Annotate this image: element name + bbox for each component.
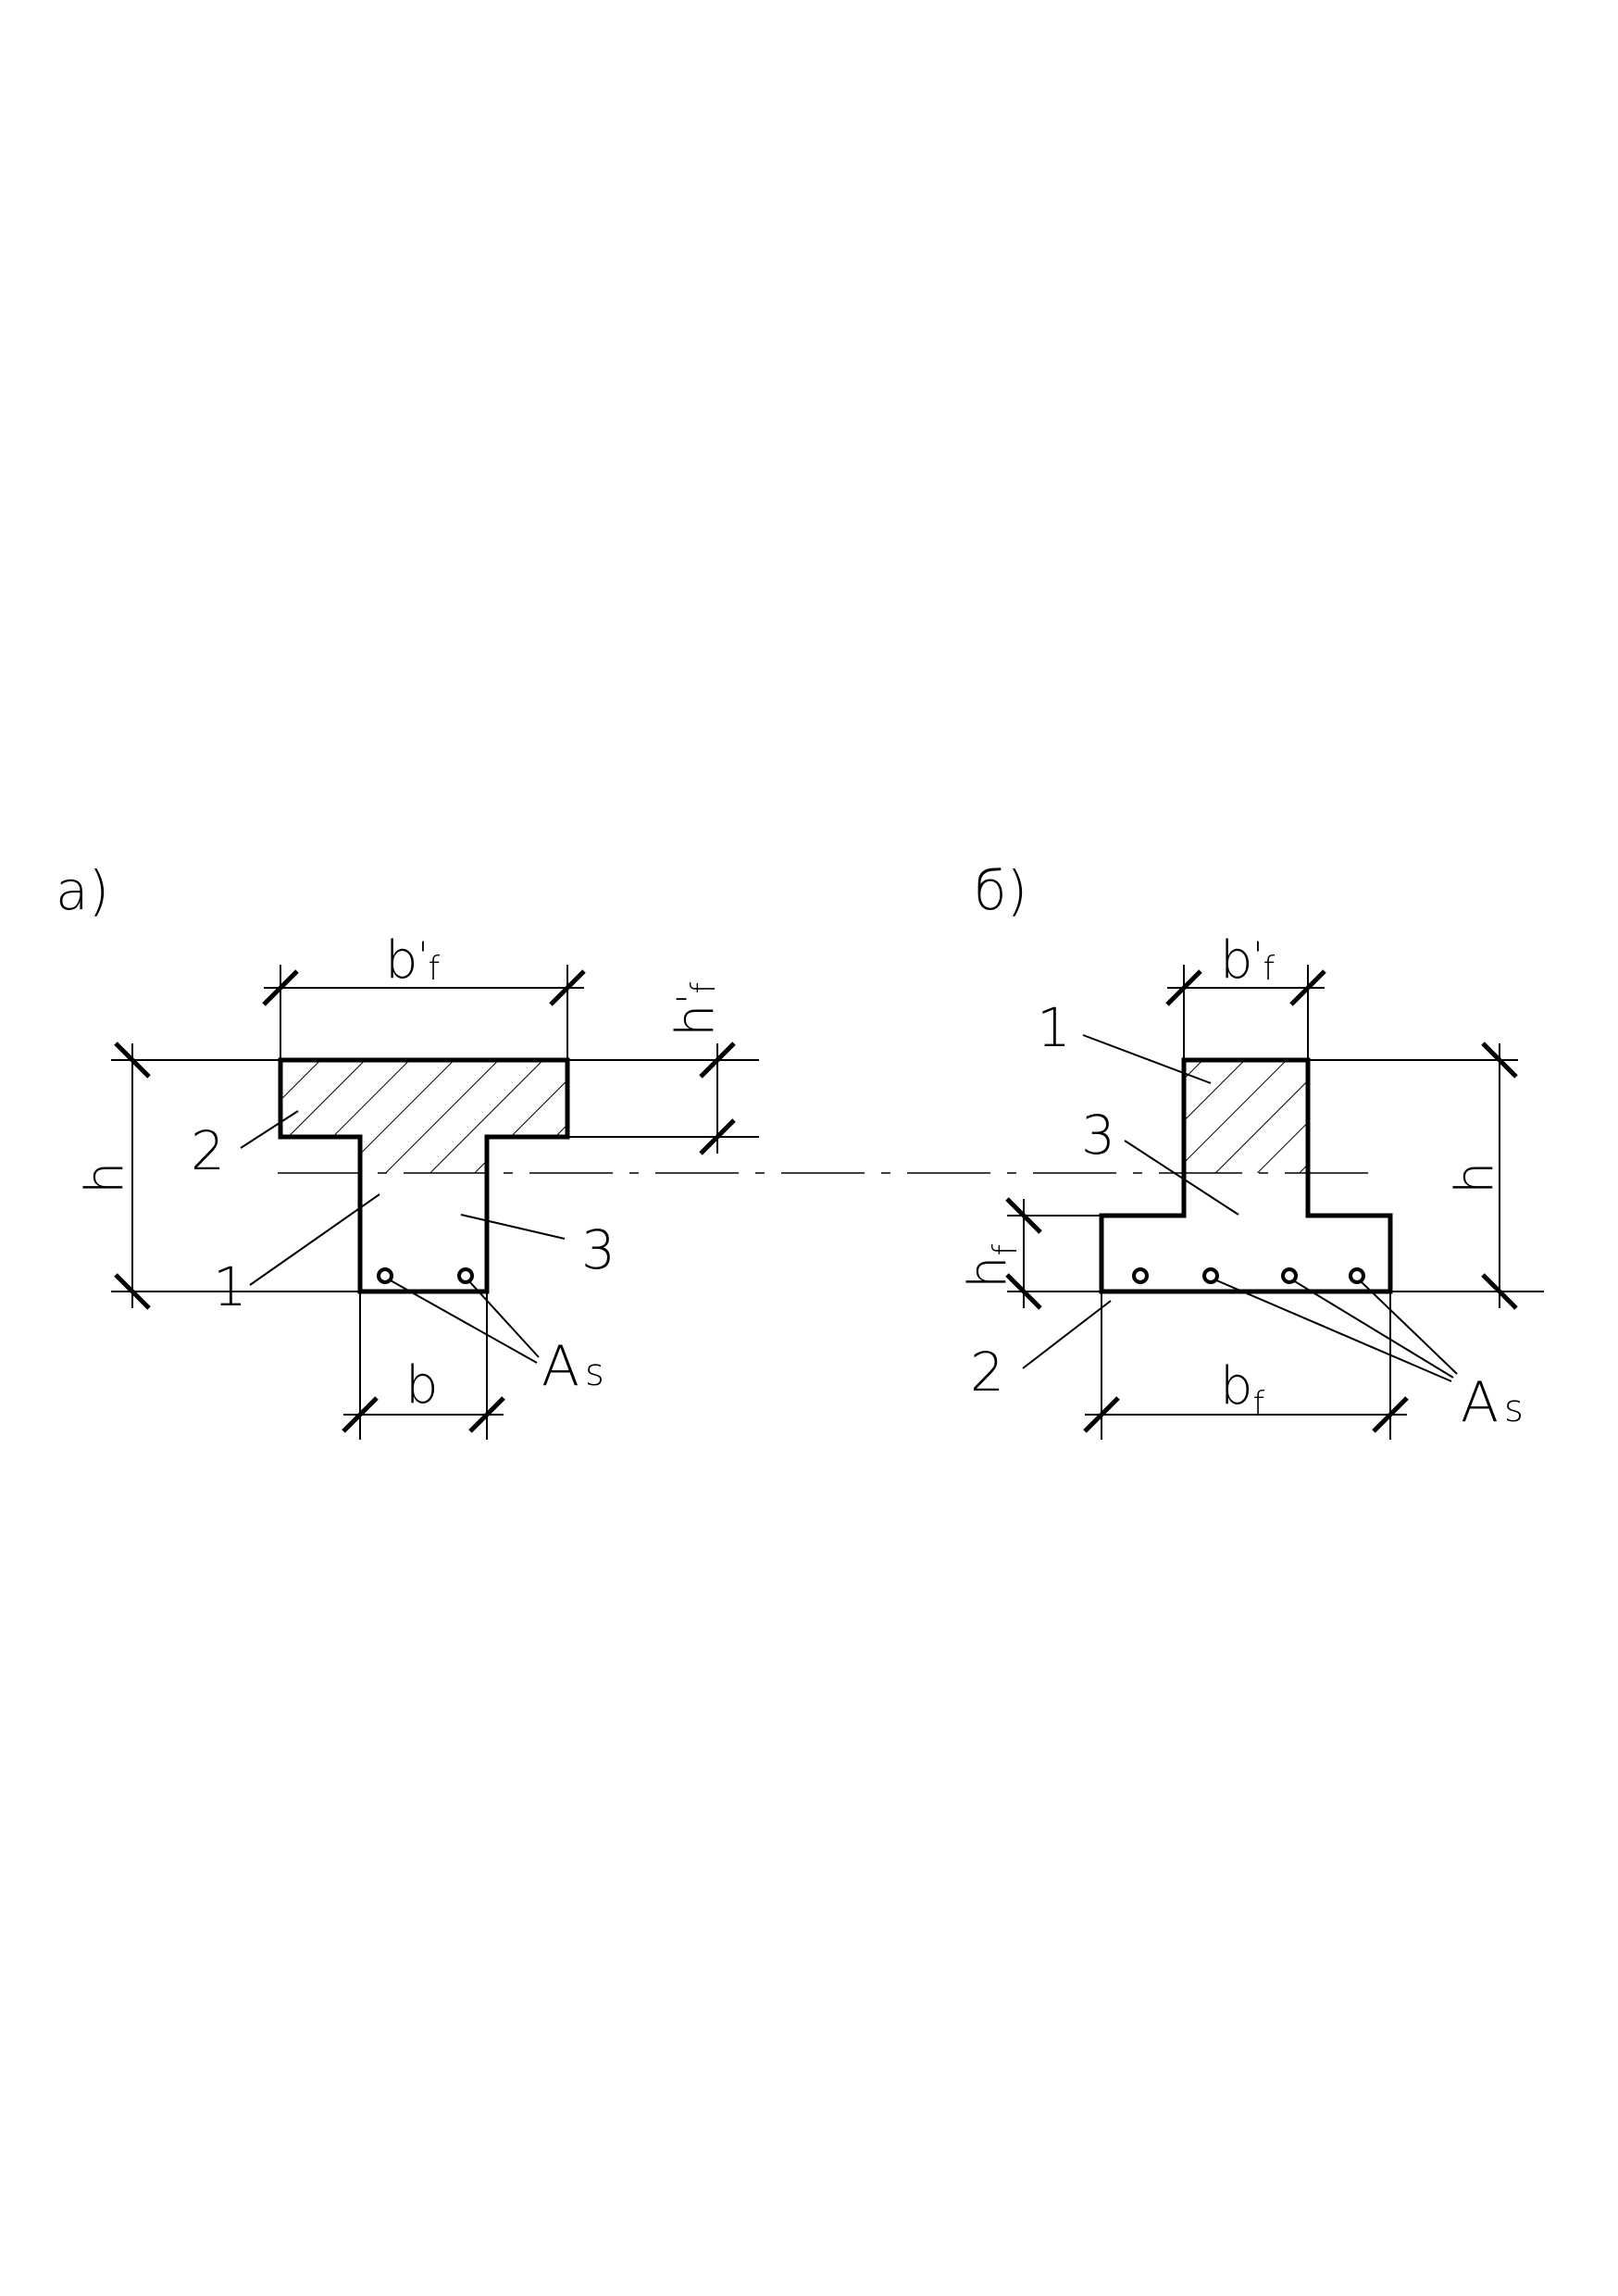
figure-b-callout-3: 3 [1081, 1104, 1115, 1167]
figure-b-rebar [1349, 1267, 1365, 1284]
figure-a-callout-leader-1 [249, 1193, 380, 1286]
figure-b-rebar-leader [1360, 1280, 1458, 1375]
figure-b-dim-tick [1005, 1273, 1042, 1310]
figure-b: б) b'f h hf [958, 859, 1544, 1440]
figure-a-callout-3: 3 [581, 1218, 616, 1281]
figure-a-dim-tick [699, 1118, 736, 1155]
figure-a-rebar [377, 1267, 393, 1284]
figure-b-dim-tick [1165, 969, 1202, 1006]
figure-a-dim-tick [262, 969, 299, 1006]
figure-a-label: a) [56, 859, 109, 922]
figure-a-dim-tick [342, 1396, 379, 1433]
figure-a-rebar-leader [388, 1279, 538, 1364]
figure-a-dim-web-width-label: b [405, 1355, 439, 1416]
figure-b-rebar [1202, 1267, 1219, 1284]
figure-a-rebar [457, 1267, 474, 1284]
figure-b-dim-tick [1083, 1396, 1120, 1433]
figure-a-dim-top-width-label: b'f [385, 930, 441, 991]
figure-a-dim-height-label: h [75, 1162, 135, 1195]
figure-b-dim-tick [1481, 1042, 1518, 1079]
figure-a-dim-flange-height-label: h'f [666, 982, 726, 1038]
figure-b-dim-height-label: h [1445, 1162, 1505, 1195]
figure-a-dim-tick [114, 1273, 151, 1310]
figure-a-dim-tick [114, 1042, 151, 1079]
figure-b-dim-tick [1289, 969, 1326, 1006]
figure-b-rebar [1281, 1267, 1298, 1284]
figure-b-dim-top-width-label: b'f [1220, 930, 1276, 991]
figure-a-callout-leader-2 [240, 1110, 299, 1149]
figure-b-dim-flange-height-label: hf [958, 1244, 1025, 1290]
figure-b-rebar-leader [1214, 1279, 1452, 1382]
figure-a-callout-leader-3 [460, 1214, 566, 1240]
figure-b-callout-leader-3 [1124, 1140, 1239, 1216]
figure-b-label: б) [974, 859, 1027, 922]
figure-a-compression-zone [280, 1060, 567, 1173]
figure-a: a) b'f h'f h [56, 859, 759, 1440]
figure-a-dim-tick [549, 969, 586, 1006]
figure-a-dim-tick [699, 1042, 736, 1079]
figure-a-dim-tick [468, 1396, 505, 1433]
figure-b-dim-tick [1481, 1273, 1518, 1310]
figure-b-dim-flange-width-label: bf [1220, 1356, 1265, 1423]
figure-b-rebar-leader [1292, 1279, 1454, 1379]
figure-a-callout-2: 2 [191, 1119, 225, 1182]
figure-b-dim-tick [1372, 1396, 1409, 1433]
figure-a-callout-1: 1 [213, 1255, 247, 1318]
figure-b-callout-leader-1 [1082, 1034, 1212, 1084]
figure-b-callout-2: 2 [970, 1341, 1004, 1404]
figure-b-callout-1: 1 [1037, 996, 1071, 1059]
figure-b-callout-leader-2 [1022, 1300, 1112, 1369]
figure-a-rebar-leader [468, 1280, 540, 1358]
figure-b-rebar [1132, 1267, 1149, 1284]
figure-b-dim-tick [1005, 1197, 1042, 1234]
figure-b-compression-zone [1184, 1060, 1308, 1173]
